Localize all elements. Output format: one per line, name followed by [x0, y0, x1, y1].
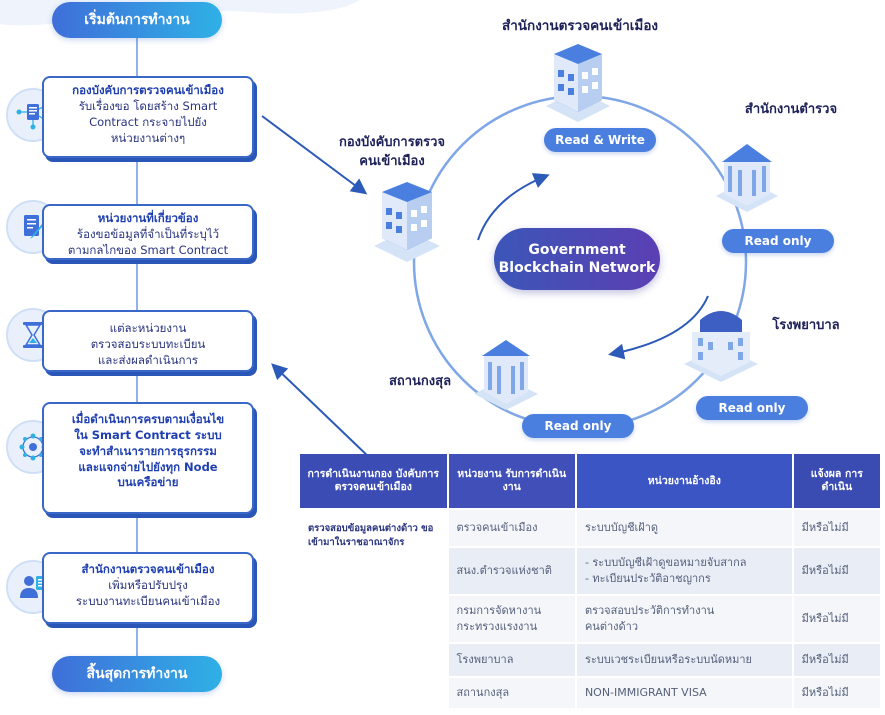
hub-label-line1: Government [528, 241, 626, 258]
table-cell-agency: กรมการจัดหางาน กระทรวงแรงงาน [448, 596, 575, 642]
table-row: กรมการจัดหางาน กระทรวงแรงงาน ตรวจสอบประว… [300, 596, 880, 642]
table-cell-agency: สนง.ตำรวจแห่งชาติ [448, 548, 575, 594]
step-2-text-line2: ร้องขอข้อมูลที่จำเป็นที่ระบุไว้ [76, 226, 220, 241]
node-label-immigration-bureau-line2: คนเข้าเมือง [359, 153, 425, 169]
table-row: สถานกงสุล NON-IMMIGRANT VISA มีหรือไม่มี [300, 678, 880, 708]
table-cell-reference: - ระบบบัญชีเฝ้าดูขอหมายจับสากล - ทะเบียน… [576, 548, 792, 594]
step-5-text-line3: ระบบงานทะเบียนคนเข้าเมือง [75, 593, 221, 608]
step-4-text-line1: เมื่อดำเนินการครบตามเงื่อนไข [71, 412, 225, 426]
hub-label-line2: Blockchain Network [498, 260, 656, 276]
table-cell-agency-line1: กรมการจัดหางาน [456, 603, 542, 617]
table-cell-result: มีหรือไม่มี [793, 678, 880, 708]
step-5-text-line2: เพิ่มหรือปรับปรุง [108, 577, 188, 592]
reference-table: การดำเนินงานกอง บังคับการ ตรวจคนเข้าเมือ… [298, 452, 882, 710]
table-cell-agency: ตรวจคนเข้าเมือง [448, 510, 575, 546]
step-1-text-line2: รับเรื่องขอ โดยสร้าง Smart [78, 98, 218, 113]
step-4-text-line4: และแจกจ่ายไปยังทุก Node [78, 459, 218, 474]
table-cell-agency: สถานกงสุล [448, 678, 575, 708]
process-step-3: แต่ละหน่วยงาน ตรวจสอบระบบทะเบียน และส่งผ… [42, 310, 254, 372]
header-reference-agency: หน่วยงานอ้างอิง [576, 454, 792, 508]
table-cell-reference: NON-IMMIGRANT VISA [576, 678, 792, 708]
step-2-title: หน่วยงานที่เกี่ยวข้อง [97, 211, 199, 225]
table-cell-result: มีหรือไม่มี [793, 596, 880, 642]
table-row: โรงพยาบาล ระบบเวชระเบียนหรือระบบนัดหมาย … [300, 644, 880, 676]
step-4-text-line2: ใน Smart Contract ระบบ [74, 427, 222, 442]
police-office-building-icon [716, 144, 778, 212]
access-badge-read-write: Read & Write [544, 128, 656, 152]
table-cell-reference-line2: - ทะเบียนประวัติอาชญากร [584, 572, 711, 585]
step-1-title: กองบังคับการตรวจคนเข้าเมือง [72, 83, 224, 97]
node-label-immigration-bureau: กองบังคับการตรวจ คนเข้าเมือง [322, 134, 462, 172]
process-step-2: หน่วยงานที่เกี่ยวข้อง ร้องขอข้อมูลที่จำเ… [42, 204, 254, 260]
end-pill: สิ้นสุดการทำงาน [52, 656, 222, 692]
table-cell-reference: ระบบเวชระเบียนหรือระบบนัดหมาย [576, 644, 792, 676]
table-cell-result: มีหรือไม่มี [793, 510, 880, 546]
step-2-text-line3: ตามกลไกของ Smart Contract [67, 242, 229, 257]
start-pill: เริ่มต้นการทำงาน [52, 2, 222, 38]
step-3-text-line3: และส่งผลดำเนินการ [97, 352, 199, 367]
step-4-text-line5: บนเครือข่าย [117, 475, 179, 490]
header-result: แจ้งผล การดำเนิน [793, 454, 880, 508]
table-cell-reference: ตรวจสอบประวัติการทำงาน คนต่างด้าว [576, 596, 792, 642]
table-cell-result: มีหรือไม่มี [793, 644, 880, 676]
immigration-bureau-building-icon [374, 182, 440, 262]
table-row: สนง.ตำรวจแห่งชาติ - ระบบบัญชีเฝ้าดูขอหมา… [300, 548, 880, 594]
step-1-text-line4: หน่วยงานต่างๆ [110, 130, 186, 145]
header-receiving-agency: หน่วยงาน รับการดำเนินงาน [448, 454, 575, 508]
table-cell-agency: โรงพยาบาล [448, 644, 575, 676]
consulate-building-icon [474, 340, 538, 410]
step-4-text-line3: จะทำสำเนารายการธุรกรรม [79, 443, 217, 458]
process-step-5: สำนักงานตรวจคนเข้าเมือง เพิ่มหรือปรับปรุ… [42, 552, 254, 624]
access-badge-police: Read only [722, 229, 834, 253]
table-cell-agency-line2: กระทรวงแรงงาน [456, 620, 538, 633]
node-label-immigration-office: สำนักงานตรวจคนเข้าเมือง [501, 18, 659, 34]
immigration-office-building-icon [546, 44, 610, 122]
access-badge-hospital: Read only [696, 396, 808, 420]
table-row: ตรวจสอบข้อมูลคนต่างด้าว ขอเข้ามาในราชอาณ… [300, 510, 880, 708]
step-1-text-line3: Contract กระจายไปยัง [89, 114, 207, 129]
hospital-building-icon [684, 311, 758, 382]
table-header-row: การดำเนินงานกอง บังคับการ ตรวจคนเข้าเมือ… [300, 454, 880, 508]
table-cell-reference-line1: - ระบบบัญชีเฝ้าดูขอหมายจับสากล [584, 555, 747, 569]
node-label-police-office: สำนักงานตำรวจ [744, 102, 838, 117]
node-label-hospital: โรงพยาบาล [772, 318, 840, 333]
header-operation: การดำเนินงานกอง บังคับการ ตรวจคนเข้าเมือ… [300, 454, 447, 508]
table-cell-reference-line2: คนต่างด้าว [584, 620, 639, 633]
step-3-text-line2: ตรวจสอบระบบทะเบียน [90, 336, 206, 351]
table-cell-reference: ระบบบัญชีเฝ้าดู [576, 510, 792, 546]
table-cell-reference-line1: ตรวจสอบประวัติการทำงาน [584, 603, 715, 617]
node-label-immigration-bureau-line1: กองบังคับการตรวจ [338, 135, 446, 150]
government-blockchain-network-hub: Government Blockchain Network [494, 228, 660, 290]
table-cell-result: มีหรือไม่มี [793, 548, 880, 594]
process-step-4: เมื่อดำเนินการครบตามเงื่อนไข ใน Smart Co… [42, 402, 254, 514]
step-5-title: สำนักงานตรวจคนเข้าเมือง [81, 562, 215, 576]
operation-description-cell: ตรวจสอบข้อมูลคนต่างด้าว ขอเข้ามาในราชอาณ… [300, 510, 447, 708]
step-3-text-line1: แต่ละหน่วยงาน [109, 321, 187, 335]
process-step-1: กองบังคับการตรวจคนเข้าเมือง รับเรื่องขอ … [42, 76, 254, 158]
access-badge-consulate: Read only [522, 414, 634, 438]
node-label-consulate: สถานกงสุล [388, 374, 452, 389]
